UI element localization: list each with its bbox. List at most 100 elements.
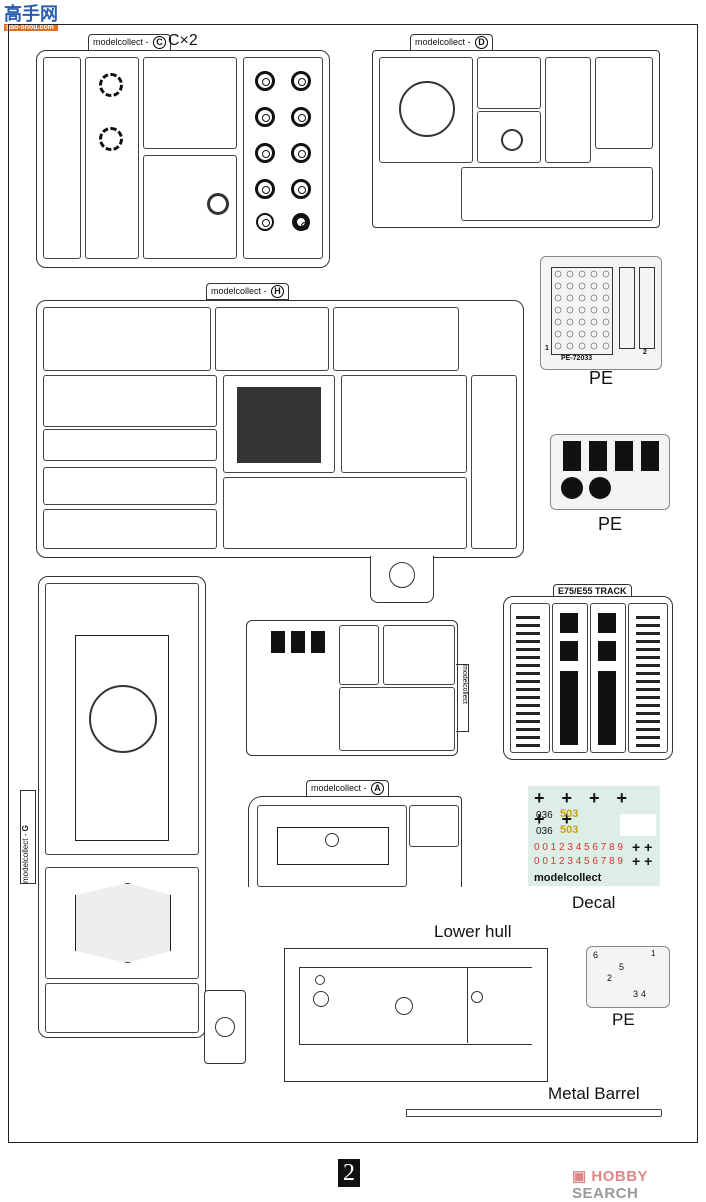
pe-1-strip-a [619, 267, 635, 349]
sprue-c-multiplier: C×2 [168, 32, 198, 49]
track-cell-mid-1 [552, 603, 588, 753]
pe-3-part-1: 1 [651, 949, 656, 958]
road-wheel [255, 143, 275, 163]
metal-barrel [406, 1109, 662, 1117]
lower-hull-hole [395, 997, 413, 1015]
sprue-h-cell-14 [43, 509, 217, 549]
sprue-h-brand: modelcollect [211, 286, 262, 296]
sprue-h-cell-17 [223, 375, 335, 473]
track-block-1 [560, 613, 578, 633]
decal-number-036-b: 036 [536, 826, 553, 837]
pe-sheet-1: PE-72033 1 2 [540, 256, 662, 370]
sprue-h-cell-18 [341, 375, 467, 473]
pe-sheet-3: 6 5 2 3 4 1 [586, 946, 670, 1008]
pe-3-part-2: 2 [607, 973, 613, 983]
sprue-c-cell-wheels [243, 57, 323, 259]
instruction-frame [8, 24, 698, 1143]
sprue-d-cell-3 [477, 111, 541, 163]
sprue-a-cell-1 [257, 805, 407, 887]
lower-hull-floor [299, 967, 532, 1045]
sprue-g-turret-ring [89, 685, 157, 753]
hobby-search-watermark: ▣ HOBBY SEARCH [572, 1167, 706, 1202]
road-wheel [255, 71, 275, 91]
sprue-c-cell-mid [143, 57, 237, 149]
hub [292, 213, 310, 231]
site-logo: 高手网 gao-shou.com [4, 4, 58, 31]
track-run-2 [598, 671, 616, 745]
sprue-g-brand: modelcollect [21, 838, 30, 883]
road-wheel [291, 71, 311, 91]
sprue-g-upper-hull-cell [45, 583, 199, 855]
sprue-c-letter: C [153, 36, 167, 49]
track-block-2 [598, 613, 616, 633]
sprue-h-cell-15 [223, 477, 467, 549]
page-number: 2 [338, 1159, 360, 1187]
pe-1-strip-b [639, 267, 655, 349]
metal-barrel-label: Metal Barrel [548, 1084, 640, 1103]
pe-2-part-6 [589, 477, 611, 499]
sprue-h-cell-4 [333, 307, 459, 371]
sprue-g-ring-cell [45, 983, 199, 1033]
sprue-d-letter: D [475, 36, 489, 49]
sprue-f [246, 620, 458, 756]
road-wheel [255, 107, 275, 127]
pe-3-label: PE [612, 1010, 635, 1029]
pe-3-part-5: 5 [619, 962, 625, 972]
sprue-f-cell [383, 625, 455, 685]
sprue-d-cell-5 [595, 57, 653, 149]
site-logo-title: 高手网 [4, 4, 58, 24]
sprue-g-turret-cell [45, 867, 199, 979]
watermark-part2: SEARCH [572, 1185, 639, 1202]
sprue-d-cell-4 [545, 57, 591, 163]
decal-crosses: + + + + + + [534, 788, 634, 829]
sprue-d-cell-6 [461, 167, 653, 221]
decal-number-036-a: 036 [536, 810, 553, 821]
sprue-d-hatch-cell [379, 57, 473, 163]
road-wheel [291, 143, 311, 163]
track-cell-left [510, 603, 550, 753]
pe-3-part-6: 6 [593, 950, 599, 960]
pe-1-part-1: 1 [545, 345, 549, 352]
sprue-a-glacis [277, 827, 389, 865]
pe-sheet-2 [550, 434, 670, 510]
lower-hull-label: Lower hull [434, 922, 512, 941]
sprue-d-brand: modelcollect [415, 37, 466, 47]
sprue-g-deck [75, 635, 169, 841]
sprue-d-turret-ring [399, 81, 455, 137]
sprue-c-brand: modelcollect [93, 37, 144, 47]
track-run-1 [560, 671, 578, 745]
track-cell-mid-2 [590, 603, 626, 753]
lower-hull-hole [471, 991, 483, 1003]
sprue-g-turret-roof [75, 883, 171, 963]
watermark-part1: HOBBY [591, 1168, 648, 1185]
pe-1-label: PE [589, 368, 614, 388]
sprue-c-tag: modelcollect - C [88, 34, 172, 51]
decal-digits-2: 0 0 1 2 3 4 5 6 7 8 9 [534, 856, 623, 867]
sprue-f-cell [339, 625, 379, 685]
sprue-c-cell-mid-lower [143, 155, 237, 259]
decal-number-503-a: 503 [560, 808, 579, 820]
pe-2-label: PE [598, 514, 623, 534]
sprue-h-engine-deck [237, 387, 321, 463]
sprue-a-tag: modelcollect - A [306, 780, 390, 797]
pe-1-code: PE-72033 [561, 355, 593, 362]
sprue-d [372, 50, 660, 228]
decal-small-crosses: + ++ + [632, 839, 653, 869]
sprue-g-periscope [215, 1017, 235, 1037]
sprue-g-side-tab [204, 990, 246, 1064]
sprue-f-part [271, 631, 285, 653]
decal-label: Decal [572, 893, 616, 912]
sprue-h-cell-1 [43, 307, 211, 371]
pe-2-part-1 [563, 441, 581, 471]
track-sprue [503, 596, 673, 760]
sprue-h-cell-12 [43, 429, 217, 461]
lower-hull [284, 948, 548, 1082]
site-logo-url: gao-shou.com [4, 24, 58, 31]
sprue-g [38, 576, 206, 1038]
track-block-3 [560, 641, 578, 661]
pe-3-part-3: 3 [633, 989, 639, 999]
decal-brand: modelcollect [534, 872, 602, 884]
sprue-a-brand: modelcollect [311, 783, 362, 793]
sprue-h-letter: H [271, 285, 285, 298]
sprue-d-cell-2 [477, 57, 541, 109]
